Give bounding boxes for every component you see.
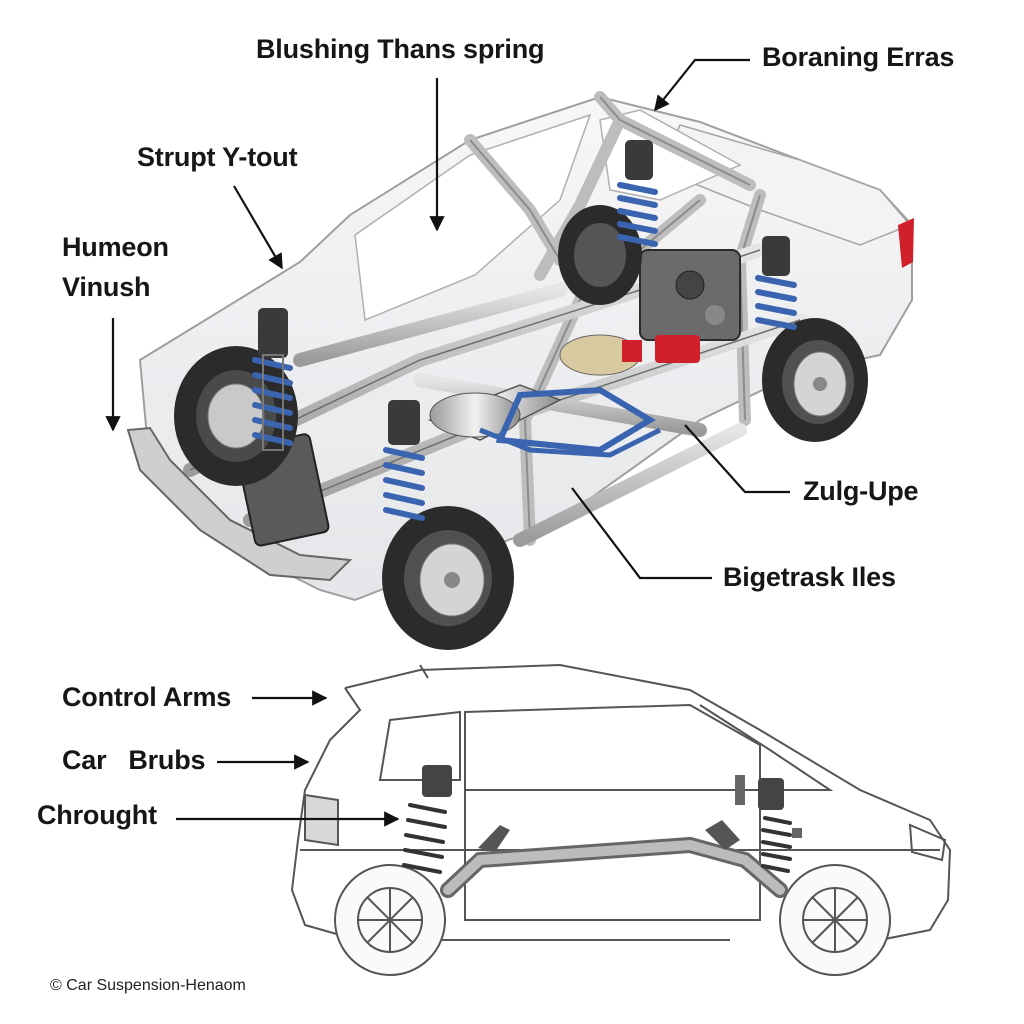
label-car-brubs: Car Brubs (62, 745, 206, 775)
label-boraning-erras: Boraning Erras (762, 42, 955, 72)
leader-lines (105, 58, 790, 827)
label-bigetrask-iles: Bigetrask Iles (723, 562, 896, 592)
bottom-suspension-parts (402, 765, 802, 898)
label-control-arms: Control Arms (62, 682, 232, 712)
bottom-car-side-view (290, 663, 952, 976)
label-humeon: Humeon (62, 232, 169, 262)
copyright-credit: © Car Suspension-Henaom (50, 977, 246, 994)
label-zulg-upe: Zulg-Upe (803, 476, 919, 506)
label-chrought: Chrought (37, 800, 157, 830)
label-vinush: Vinush (62, 272, 151, 302)
top-car-illustration (126, 91, 914, 650)
label-blushing-thans-spring: Blushing Thans spring (256, 34, 545, 64)
label-strupt-y-tout: Strupt Y-tout (137, 142, 298, 172)
